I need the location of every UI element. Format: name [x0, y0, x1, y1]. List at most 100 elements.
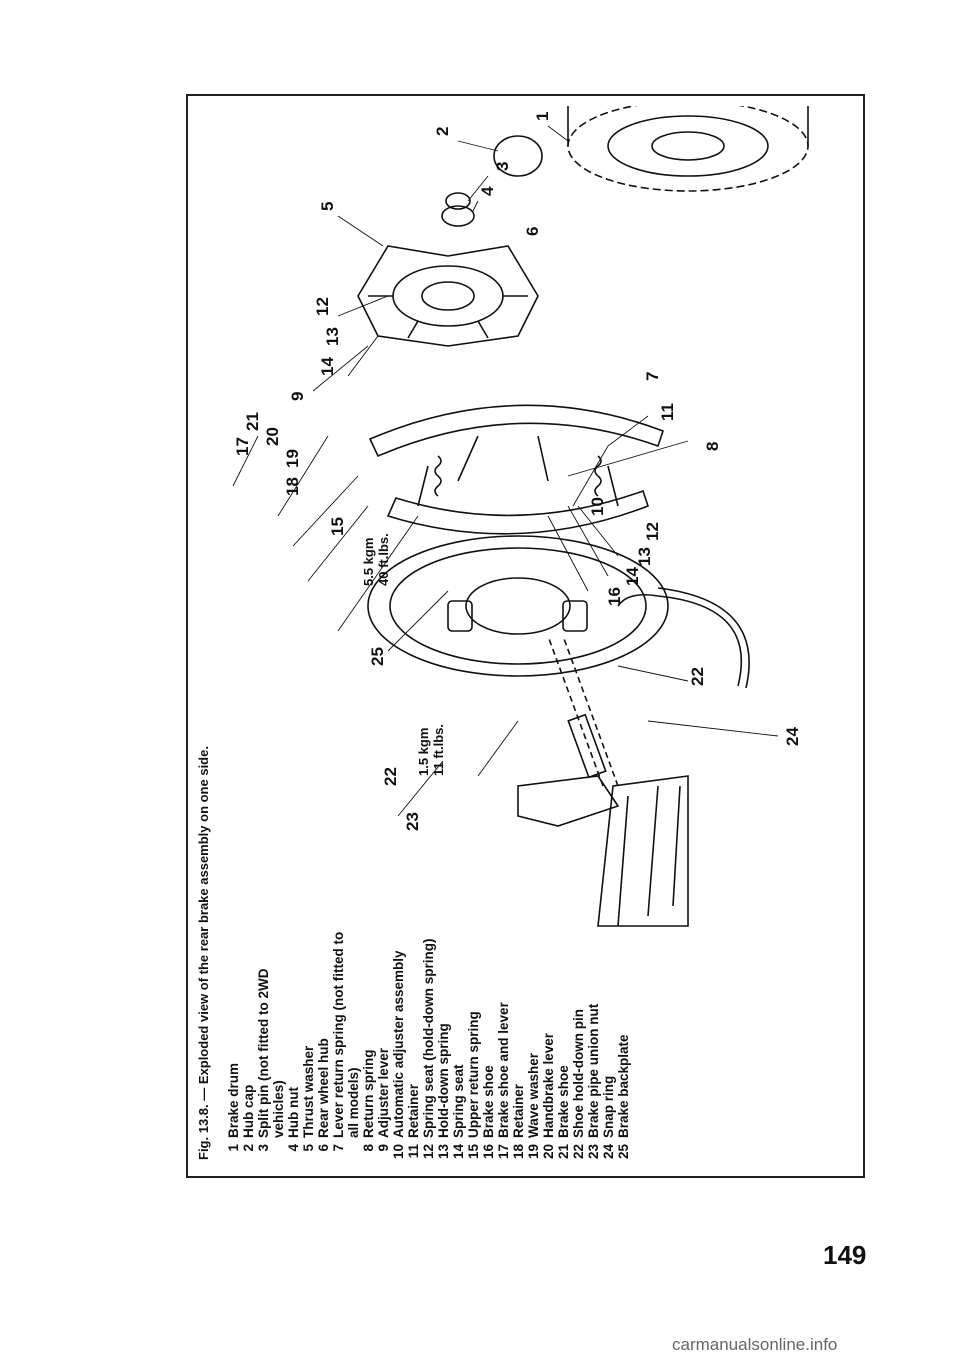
legend-number: 1 — [226, 1144, 241, 1152]
legend-number: 14 — [451, 1144, 466, 1160]
legend-number: 24 — [601, 1144, 616, 1160]
legend-number: 17 — [496, 1144, 511, 1160]
legend-description: Snap ring — [601, 1075, 616, 1138]
legend-number: 15 — [466, 1144, 481, 1160]
legend-item: 1 Brake drum — [226, 916, 241, 1166]
page-number: 149 — [823, 1240, 867, 1270]
backplate — [367, 535, 669, 677]
legend-description: Hold-down spring — [436, 1023, 451, 1138]
callout-10: 10 — [588, 497, 607, 516]
watermark: carmanualsonline.info — [672, 1335, 838, 1354]
legend-number: 5 — [301, 1144, 316, 1152]
legend-number: 13 — [436, 1144, 451, 1160]
figure-caption: Fig. 13.8. — Exploded view of the rear b… — [196, 746, 211, 1160]
legend-item: 5 Thrust washer — [301, 916, 316, 1166]
legend-item: 18 Retainer — [511, 916, 526, 1166]
legend-description: Spring seat — [451, 1064, 466, 1138]
callout-labels: 22 23 24 22 25 16 14 13 12 15 18 19 20 2… — [233, 112, 802, 831]
callout-1: 1 — [533, 112, 552, 121]
callout-16: 16 — [605, 587, 624, 606]
legend-description: Retainer — [511, 1083, 526, 1138]
legend-item: 16 Brake shoe — [481, 916, 496, 1166]
brake-pipe — [617, 587, 750, 689]
callout-23: 23 — [403, 812, 422, 831]
callout-19: 19 — [283, 449, 302, 468]
callout-21: 21 — [243, 412, 262, 431]
legend-number: 22 — [571, 1144, 586, 1160]
legend-number: 6 — [316, 1144, 331, 1152]
callout-15: 15 — [328, 517, 347, 536]
callout-14b: 14 — [623, 567, 642, 586]
legend-number: 2 — [241, 1144, 256, 1152]
legend-item: 6 Rear wheel hub — [316, 916, 331, 1166]
exploded-diagram: 22 23 24 22 25 16 14 13 12 15 18 19 20 2… — [218, 100, 858, 936]
brake-shoe-right — [368, 404, 665, 482]
callout-5: 5 — [318, 202, 337, 211]
legend-number: 23 — [586, 1144, 601, 1160]
legend-description: Return spring — [361, 1049, 376, 1138]
callout-13b: 13 — [635, 547, 654, 566]
legend-description: Lever return spring (not fitted to all m… — [331, 931, 361, 1138]
callout-22a: 22 — [381, 767, 400, 786]
callout-8: 8 — [703, 442, 722, 451]
legend-description: Brake pipe union nut — [586, 1003, 601, 1138]
figure-content: Fig. 13.8. — Exploded view of the rear b… — [188, 96, 863, 1176]
legend-description: Hub cap — [241, 1084, 256, 1138]
callout-9: 9 — [288, 392, 307, 401]
axle-housing — [517, 775, 689, 927]
legend-description: Retainer — [406, 1083, 421, 1138]
legend-description: Brake backplate — [616, 1034, 631, 1138]
callout-2: 2 — [433, 127, 452, 136]
legend-number: 10 — [391, 1144, 406, 1160]
axle-shaft — [547, 635, 619, 787]
legend-number: 11 — [406, 1144, 421, 1159]
legend-description: Thrust washer — [301, 1045, 316, 1138]
torque-union-ftlbs: 11 ft.lbs. — [431, 724, 446, 776]
callout-12a: 12 — [313, 297, 332, 316]
hub-nut — [441, 192, 475, 227]
legend-number: 21 — [556, 1144, 571, 1160]
callout-17: 17 — [233, 437, 252, 456]
torque-union-kgm: 1.5 kgm — [416, 728, 431, 776]
callout-6: 6 — [523, 227, 542, 236]
legend-number: 18 — [511, 1144, 526, 1160]
legend-description: Rear wheel hub — [316, 1038, 331, 1138]
legend-item: 2 Hub cap — [241, 916, 256, 1166]
rear-wheel-hub — [357, 245, 539, 347]
callout-11: 11 — [658, 403, 677, 421]
callout-14a: 14 — [318, 357, 337, 376]
callout-24: 24 — [783, 727, 802, 746]
legend-number: 7 — [331, 1144, 346, 1152]
callout-18: 18 — [283, 477, 302, 496]
brake-drum — [567, 100, 809, 192]
callout-7: 7 — [643, 372, 662, 381]
legend-description: Spring seat (hold-down spring) — [421, 938, 436, 1139]
legend-number: 8 — [361, 1144, 376, 1152]
legend-description: Upper return spring — [466, 1011, 481, 1138]
legend-description: Brake shoe — [481, 1065, 496, 1138]
legend-number: 19 — [526, 1144, 541, 1160]
legend-description: Wave washer — [526, 1052, 541, 1138]
figure-frame: Fig. 13.8. — Exploded view of the rear b… — [186, 94, 865, 1178]
legend-item: 24 Snap ring — [601, 916, 616, 1166]
callout-13a: 13 — [323, 327, 342, 346]
springs — [434, 455, 602, 497]
legend-description: Hub nut — [286, 1087, 301, 1138]
legend-item: 14 Spring seat — [451, 916, 466, 1166]
legend-item: 12 Spring seat (hold-down spring) — [421, 916, 436, 1166]
callout-12b: 12 — [643, 522, 662, 541]
legend-number: 16 — [481, 1144, 496, 1160]
legend-description: Brake drum — [226, 1062, 241, 1138]
legend-description: Split pin (not fitted to 2WD vehicles) — [256, 968, 286, 1138]
legend-number: 12 — [421, 1144, 436, 1160]
legend-description: Adjuster lever — [376, 1047, 391, 1138]
